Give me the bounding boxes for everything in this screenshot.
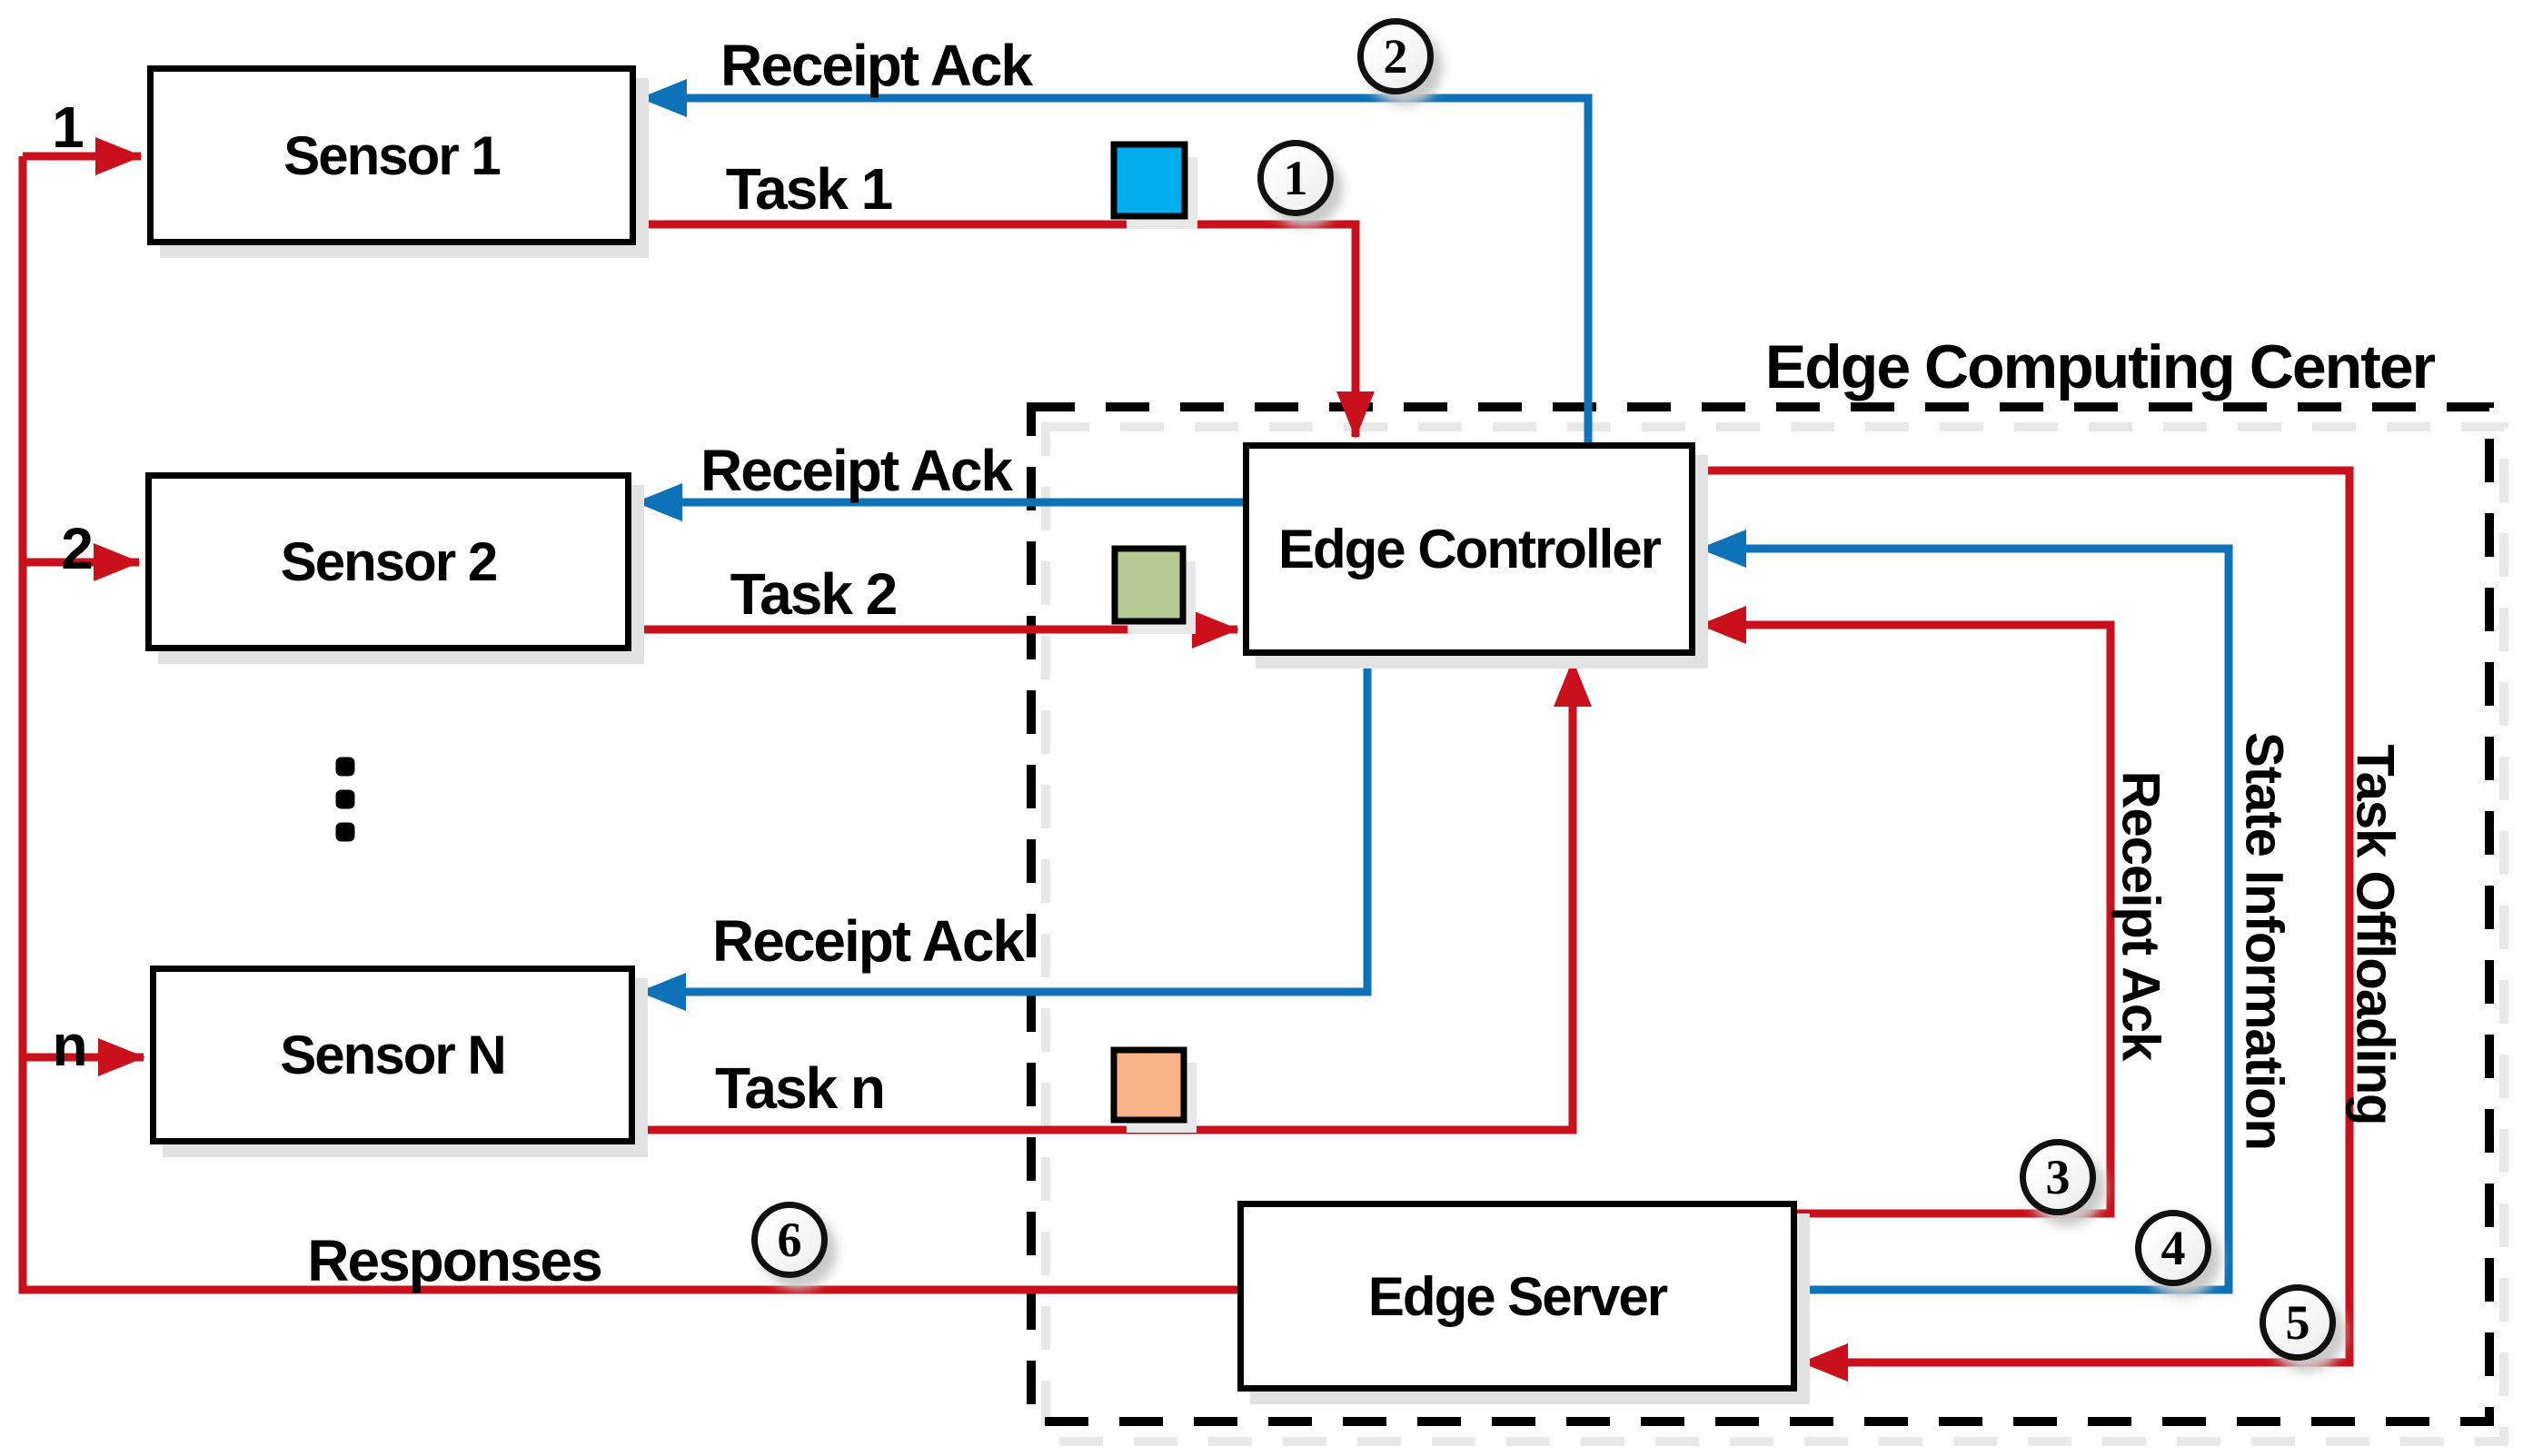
task-offloading-line [1695, 466, 2354, 1382]
step-badge-5: 5 [2260, 1284, 2336, 1361]
task2-square-icon [1111, 545, 1187, 625]
vertical-ellipsis-icon [335, 744, 355, 856]
step-badge-6: 6 [751, 1202, 828, 1278]
step-1-number: 1 [1283, 151, 1308, 205]
step-badge-1: 1 [1257, 140, 1334, 216]
index-n-label: n [52, 1013, 88, 1078]
taskn-square-icon [1110, 1046, 1187, 1124]
step-badge-3: 3 [2020, 1139, 2096, 1215]
task-n-label: Task n [715, 1055, 886, 1121]
node-sensorN: Sensor N [150, 966, 635, 1144]
receipt-ack-2-label: Receipt Ack [700, 438, 1013, 503]
responses-trunk-line [18, 156, 1237, 1294]
node-edge-server-label: Edge Server [1367, 1265, 1668, 1327]
receipt-ack-line-sensor1 [640, 79, 1593, 442]
step-5-number: 5 [2285, 1295, 2310, 1350]
receipt-ack-server-label: Receipt Ack [2111, 770, 2170, 1061]
node-edge-controller: Edge Controller [1243, 442, 1695, 656]
receipt-ack-1-label: Receipt Ack [720, 33, 1033, 98]
step-badge-4: 4 [2135, 1210, 2211, 1286]
receipt-ack-n-label: Receipt Ack [712, 908, 1025, 974]
taskn-line [635, 659, 1592, 1134]
step-3-number: 3 [2045, 1150, 2071, 1204]
edge-center-boundary-shadow [1041, 422, 2508, 1446]
edge-computing-center-title: Edge Computing Center [1764, 332, 2436, 401]
index-2-label: 2 [61, 516, 94, 581]
node-sensorN-label: Sensor N [280, 1025, 506, 1085]
responses-label: Responses [307, 1228, 602, 1293]
step-2-number: 2 [1383, 29, 1408, 84]
edge-center-boundary [1027, 402, 2494, 1426]
node-sensor2-label: Sensor 2 [280, 531, 498, 592]
step-badge-2: 2 [1357, 18, 1434, 94]
task-2-label: Task 2 [730, 561, 898, 627]
task1-square-icon [1110, 141, 1188, 220]
receipt-ack-line-sensorN [639, 656, 1372, 1011]
task-offloading-label: Task Offloading [2345, 744, 2405, 1125]
node-edge-controller-label: Edge Controller [1277, 519, 1662, 579]
node-sensor1: Sensor 1 [147, 65, 636, 245]
receipt-ack-server-line [1699, 606, 2115, 1218]
state-information-label: State Information [2234, 732, 2294, 1150]
task1-line [636, 220, 1375, 439]
state-information-line [1699, 530, 2233, 1294]
node-sensor2: Sensor 2 [145, 472, 631, 651]
index-1-label: 1 [52, 94, 84, 160]
node-sensor1-label: Sensor 1 [283, 124, 501, 186]
step-6-number: 6 [777, 1213, 802, 1267]
step-4-number: 4 [2160, 1221, 2186, 1275]
task-1-label: Task 1 [725, 156, 893, 222]
node-edge-server: Edge Server [1237, 1201, 1797, 1392]
